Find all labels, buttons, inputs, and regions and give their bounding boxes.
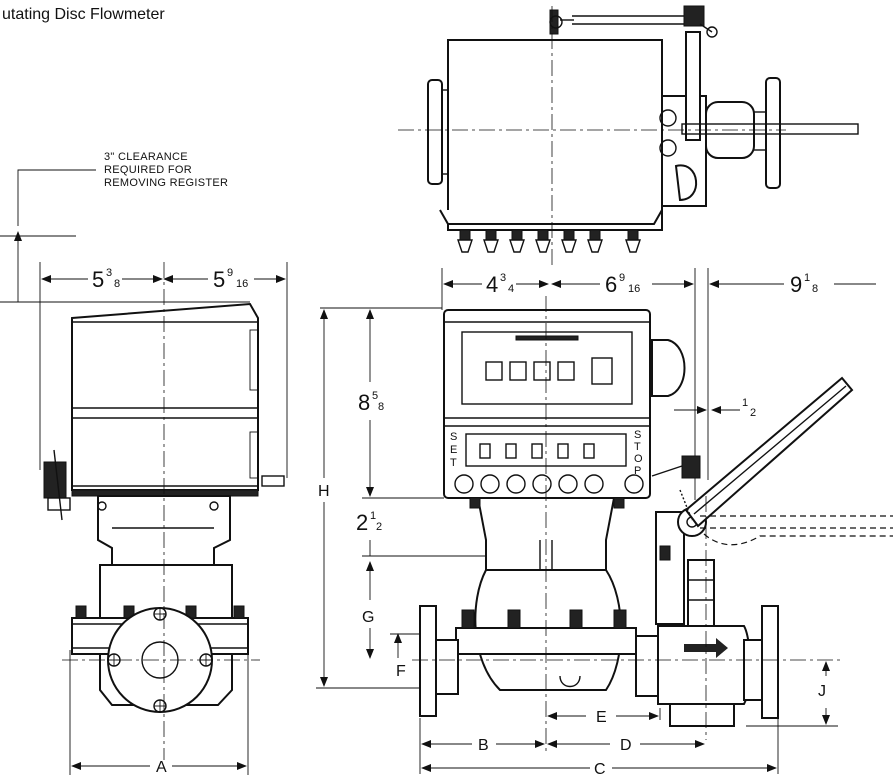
dim-label-j: J xyxy=(818,683,826,700)
dim-label-h: H xyxy=(318,483,330,500)
svg-text:T: T xyxy=(634,441,641,453)
dim-left-width-b: 5 9 16 xyxy=(213,267,248,292)
svg-text:P: P xyxy=(634,465,641,477)
front-view: 4 3 4 6 9 16 9 1 8 H 8 5 8 2 1 xyxy=(316,268,893,778)
dim-label-f: F xyxy=(396,663,406,680)
svg-text:O: O xyxy=(634,453,643,465)
svg-text:4: 4 xyxy=(508,283,514,295)
dim-label-d: D xyxy=(620,737,632,754)
svg-text:8: 8 xyxy=(114,278,120,290)
dim-offset-half: 1 2 xyxy=(742,397,756,419)
svg-text:5: 5 xyxy=(372,390,378,402)
svg-text:S: S xyxy=(634,429,641,441)
svg-text:8: 8 xyxy=(358,390,370,415)
svg-text:2: 2 xyxy=(376,521,382,533)
svg-text:8: 8 xyxy=(812,283,818,295)
dim-label-g: G xyxy=(362,609,374,626)
dim-register-height: 8 5 8 xyxy=(358,390,384,415)
drawing-title: utating Disc Flowmeter xyxy=(2,6,165,23)
clearance-note-line-2: REQUIRED FOR xyxy=(104,164,192,176)
clearance-note: 3" CLEARANCE REQUIRED FOR REMOVING REGIS… xyxy=(0,151,250,303)
dim-label-e: E xyxy=(596,709,607,726)
svg-text:3: 3 xyxy=(500,272,506,284)
svg-text:8: 8 xyxy=(378,401,384,413)
dim-gap-height: 2 1 2 xyxy=(356,510,382,535)
svg-text:16: 16 xyxy=(628,283,640,295)
svg-text:9: 9 xyxy=(227,267,233,279)
svg-text:1: 1 xyxy=(742,397,748,409)
stop-label: S T O P xyxy=(634,429,643,477)
clearance-note-line-1: 3" CLEARANCE xyxy=(104,151,188,163)
svg-text:9: 9 xyxy=(790,272,802,297)
svg-text:9: 9 xyxy=(619,272,625,284)
svg-text:3: 3 xyxy=(106,267,112,279)
dim-front-ext: 9 1 8 xyxy=(790,272,818,297)
set-label: S E T xyxy=(450,431,457,469)
dim-left-width-a: 5 3 8 xyxy=(92,267,120,292)
svg-text:16: 16 xyxy=(236,278,248,290)
svg-text:1: 1 xyxy=(804,272,810,284)
dim-front-right: 6 9 16 xyxy=(605,272,640,297)
svg-text:S: S xyxy=(450,431,457,443)
svg-text:2: 2 xyxy=(750,407,756,419)
top-view xyxy=(398,5,859,268)
svg-text:5: 5 xyxy=(92,267,104,292)
clearance-note-line-3: REMOVING REGISTER xyxy=(104,177,228,189)
svg-text:T: T xyxy=(450,457,457,469)
side-view: 5 3 8 5 9 16 xyxy=(39,262,288,776)
svg-text:E: E xyxy=(450,444,457,456)
set-buttons xyxy=(454,474,644,494)
svg-text:1: 1 xyxy=(370,510,376,522)
svg-text:5: 5 xyxy=(213,267,225,292)
dim-front-left: 4 3 4 xyxy=(486,272,514,297)
dim-label-c: C xyxy=(594,761,606,778)
dim-label-a: A xyxy=(156,759,167,776)
dim-label-b: B xyxy=(478,737,489,754)
svg-text:6: 6 xyxy=(605,272,617,297)
svg-text:2: 2 xyxy=(356,510,368,535)
svg-text:4: 4 xyxy=(486,272,498,297)
